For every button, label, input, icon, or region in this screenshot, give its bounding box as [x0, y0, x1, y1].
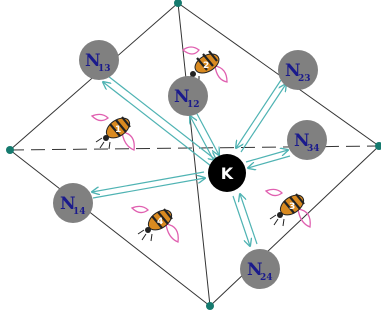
node-letter: N — [85, 51, 101, 71]
arrow-n24-k — [232, 194, 258, 246]
vertex-left — [6, 146, 14, 154]
edge-right-bottom — [209, 145, 380, 307]
bees: 2 1 4 3 — [90, 46, 311, 243]
node-subscript: 13 — [98, 64, 111, 74]
center-label: K — [221, 164, 234, 183]
bee-number: 1 — [115, 125, 121, 135]
node-n12: N 12 — [168, 76, 208, 116]
vertex-top — [174, 0, 182, 7]
arrow-n14-k — [92, 171, 205, 199]
node-letter: N — [174, 87, 190, 107]
node-n24: N 24 — [240, 249, 280, 289]
bee-icon: 2 — [181, 46, 228, 86]
node-subscript: 24 — [260, 273, 273, 283]
bee-icon: 1 — [90, 113, 135, 151]
node-n34: N 34 — [287, 120, 327, 160]
outer-edges — [9, 2, 380, 307]
bee-number: 4 — [157, 217, 163, 227]
node-letter: N — [247, 260, 263, 280]
bee-number: 2 — [203, 61, 209, 71]
arrow-n13-k — [103, 75, 216, 167]
bee-number: 3 — [289, 202, 295, 212]
node-subscript: 34 — [307, 144, 320, 154]
node-letter: N — [285, 61, 301, 81]
arrows — [92, 75, 291, 246]
vertex-bottom — [206, 302, 214, 310]
vertices — [6, 0, 381, 310]
vertex-right — [375, 142, 381, 150]
node-n23: N 23 — [278, 50, 318, 90]
arrow-n12-k — [190, 111, 219, 160]
arrow-n23-k — [236, 79, 286, 153]
edge-top-right — [177, 2, 380, 147]
arrow-n34-k — [245, 150, 291, 168]
node-n13: N 13 — [79, 40, 119, 80]
edge-left-bottom — [9, 149, 211, 307]
node-n14: N 14 — [53, 183, 93, 223]
node-letter: N — [60, 194, 76, 214]
edge-top-bottom — [177, 2, 211, 307]
center-node-k: K — [208, 154, 246, 192]
node-letter: N — [294, 131, 310, 151]
node-subscript: 23 — [298, 74, 311, 84]
bee-icon: 4 — [130, 205, 179, 243]
node-subscript: 12 — [187, 100, 200, 110]
node-subscript: 14 — [73, 207, 86, 217]
bee-icon: 3 — [264, 188, 311, 228]
